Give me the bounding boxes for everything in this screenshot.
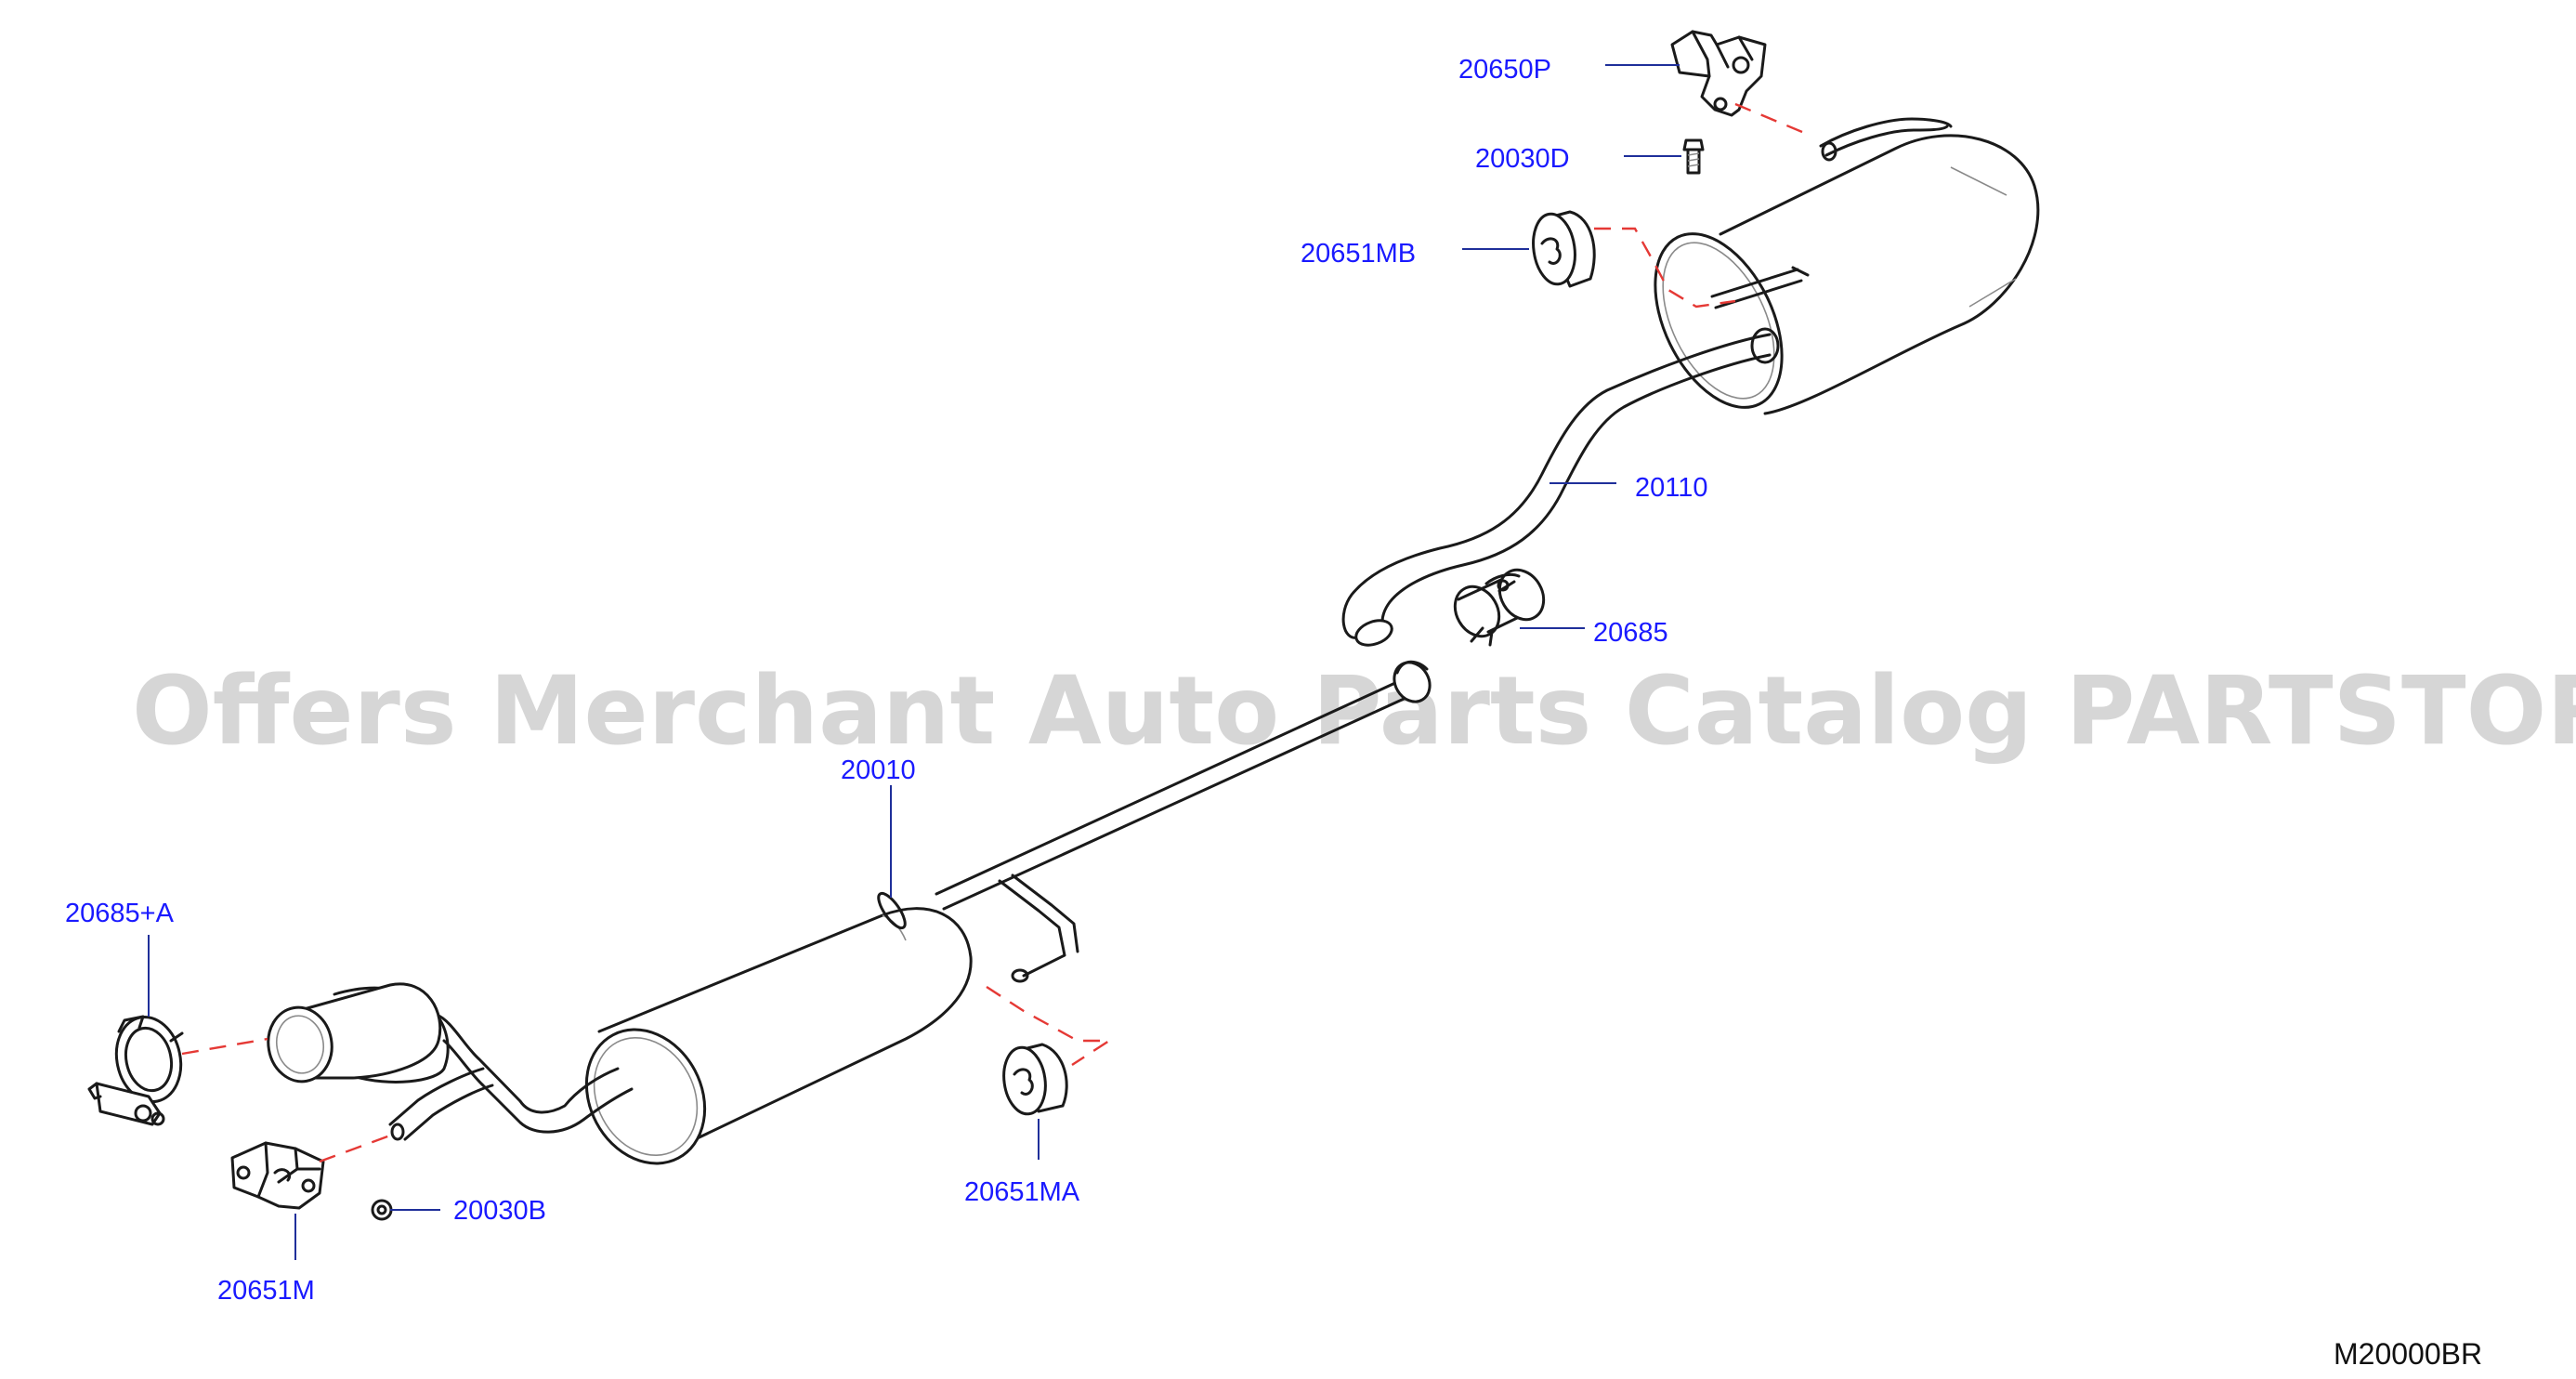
- callout-20685A[interactable]: 20685+A: [65, 899, 175, 928]
- clamp-20685A[interactable]: [87, 1011, 189, 1126]
- inlet-pipe-20110[interactable]: [1341, 333, 1772, 650]
- hanger-bracket-20650P[interactable]: [1670, 30, 1767, 117]
- assembly-dash-lines: [181, 102, 1803, 1163]
- rear-muffler-endcap: [1654, 232, 1784, 409]
- front-pipe[interactable]: [263, 982, 634, 1141]
- rubber-mount-20651MB[interactable]: [1529, 210, 1596, 288]
- callout-20110[interactable]: 20110: [1635, 473, 1708, 503]
- callout-20651MA[interactable]: 20651MA: [964, 1177, 1080, 1207]
- clamp-20685[interactable]: [1446, 562, 1552, 647]
- inlet-pipe-mouth: [1354, 619, 1393, 647]
- front-muffler-endcap: [584, 1028, 707, 1165]
- diagram-code: M20000BR: [2334, 1337, 2482, 1371]
- rubber-mount-20651MA[interactable]: [1000, 1043, 1068, 1117]
- callout-20651MB[interactable]: 20651MB: [1301, 239, 1416, 269]
- leader-lines: [148, 64, 1681, 1260]
- rear-muffler-20110[interactable]: [1629, 117, 2040, 427]
- hanger-bracket-20651M[interactable]: [230, 1141, 325, 1210]
- watermark-text: Offers Merchant Auto Parts Catalog PARTS…: [132, 656, 2576, 767]
- callout-20030D[interactable]: 20030D: [1475, 144, 1570, 174]
- callout-20685[interactable]: 20685: [1593, 618, 1668, 648]
- callout-20030B[interactable]: 20030B: [453, 1196, 546, 1226]
- callout-20651M[interactable]: 20651M: [217, 1276, 315, 1306]
- bolt-20030D[interactable]: [1682, 138, 1705, 175]
- center-pipe-20010[interactable]: [935, 656, 1437, 983]
- callout-20650P[interactable]: 20650P: [1458, 55, 1551, 85]
- nut-20030B[interactable]: [371, 1199, 393, 1221]
- callout-20010[interactable]: 20010: [841, 755, 916, 785]
- front-muffler-20010[interactable]: [564, 889, 973, 1184]
- tailpipe-outlet: [1819, 117, 1953, 148]
